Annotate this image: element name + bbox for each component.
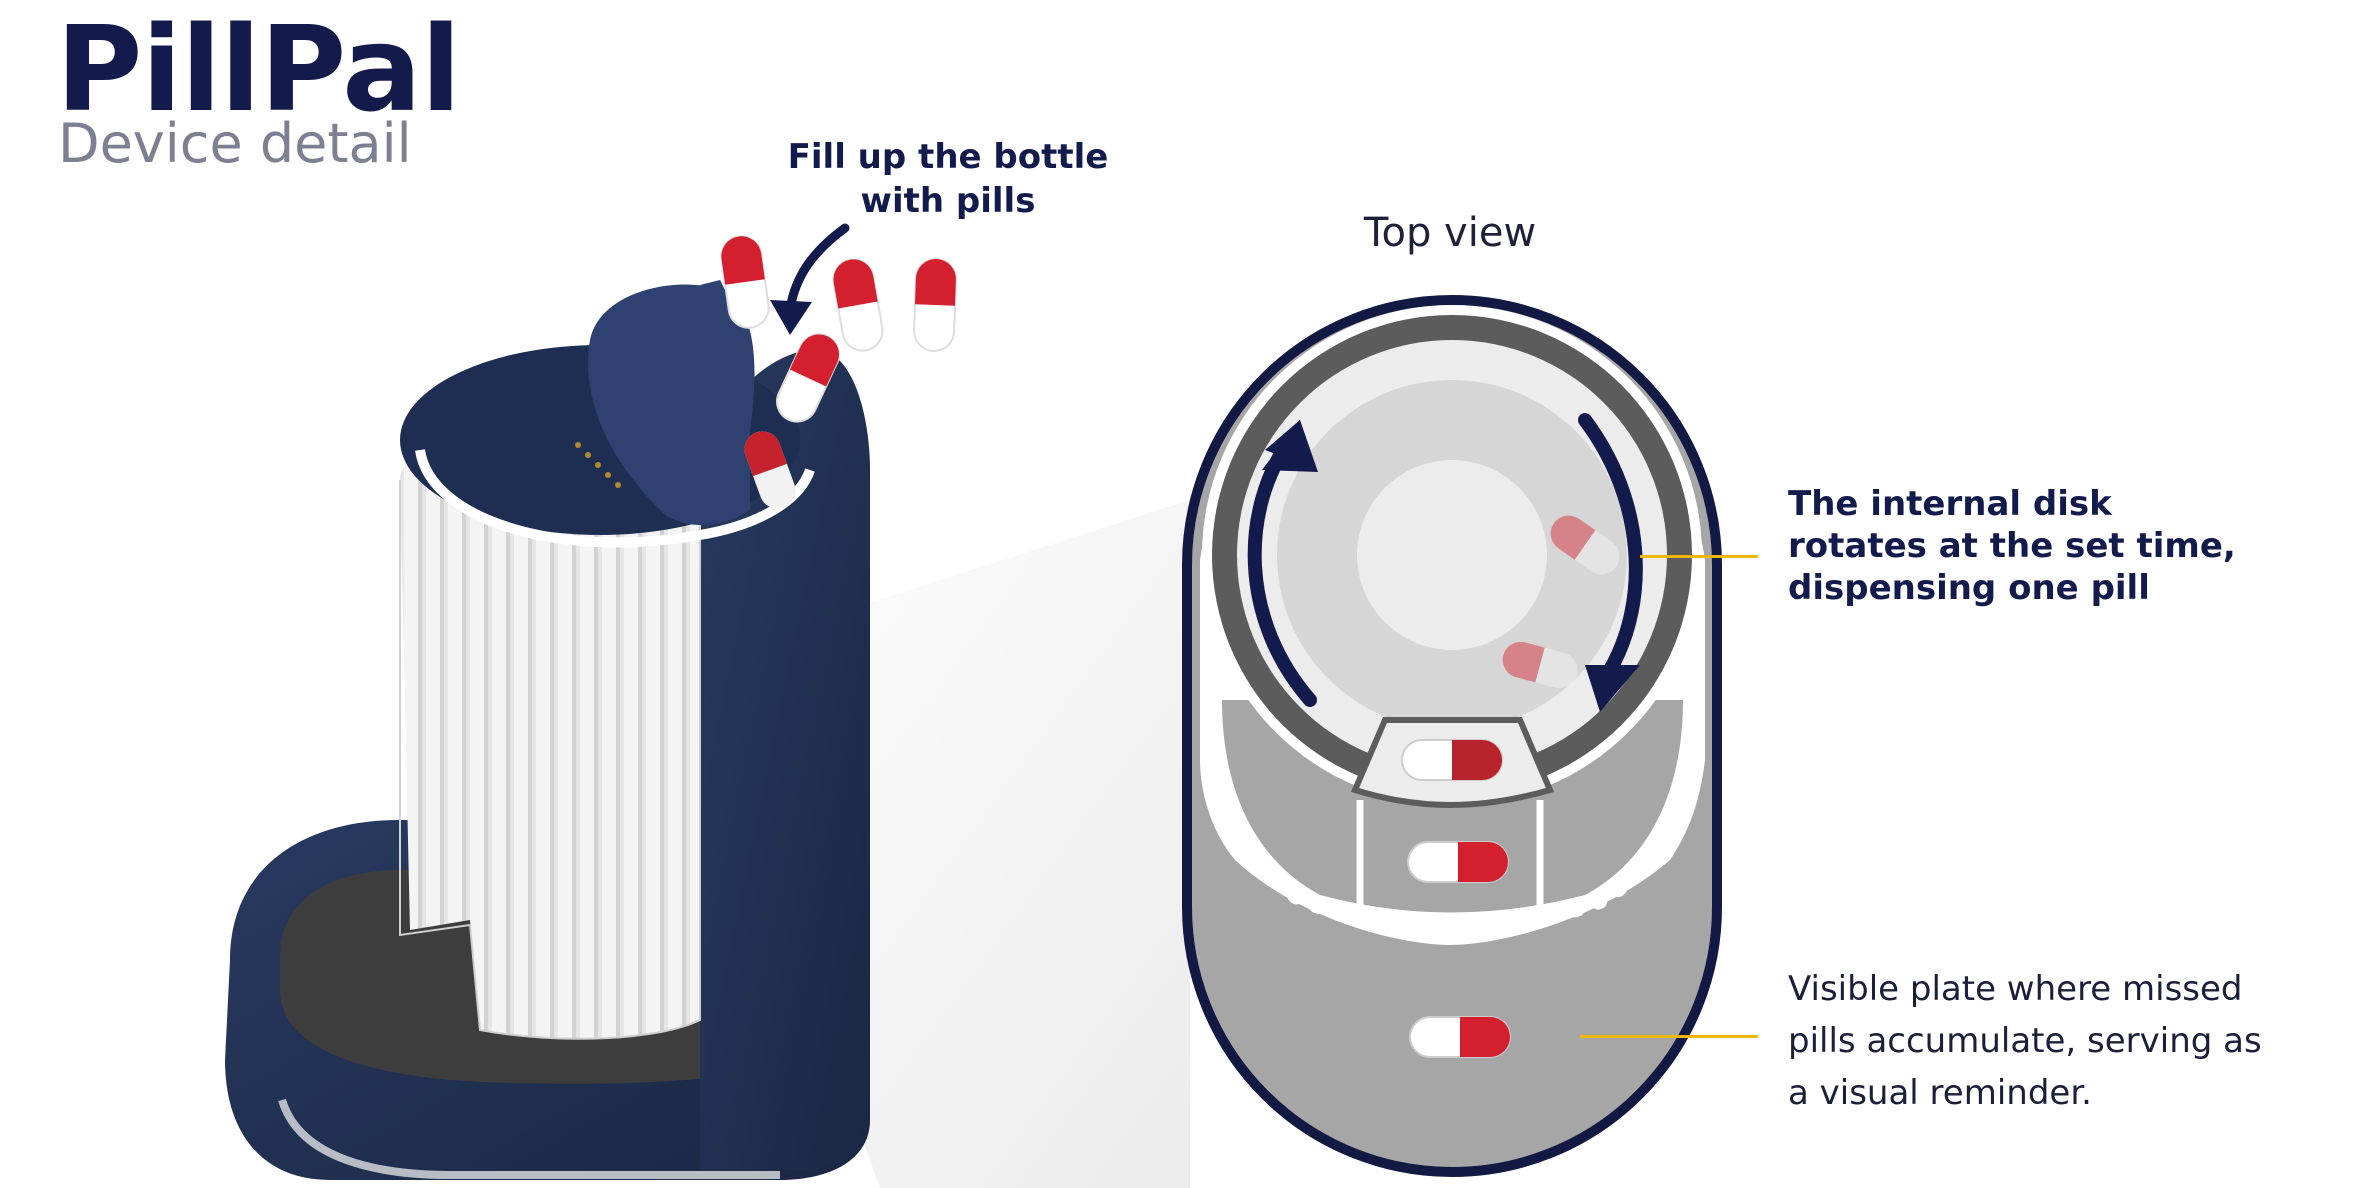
page-title: PillPal [56, 0, 461, 138]
disk-annotation: The internal disk rotates at the set tim… [1788, 484, 2236, 608]
pills-falling [720, 235, 957, 509]
pill-plate [1409, 1016, 1511, 1058]
page-subtitle: Device detail [58, 112, 412, 175]
plate-annotation: Visible plate where missed pills accumul… [1788, 969, 2262, 1113]
bottle-flap [588, 284, 755, 525]
disk-leader-line [1640, 555, 1758, 558]
device-render [225, 280, 1190, 1188]
ribbed-bottle [400, 410, 700, 1039]
rear-housing [700, 349, 870, 1170]
fill-arrow-icon [770, 223, 850, 335]
top-view-label: Top view [1363, 210, 1537, 256]
plate-leader-line [1580, 1035, 1758, 1038]
fill-annotation: Fill up the bottle with pills [787, 137, 1109, 221]
pill-chute [1407, 841, 1509, 883]
pill-outlet [1401, 739, 1503, 781]
top-view-diagram [1182, 295, 1722, 1177]
